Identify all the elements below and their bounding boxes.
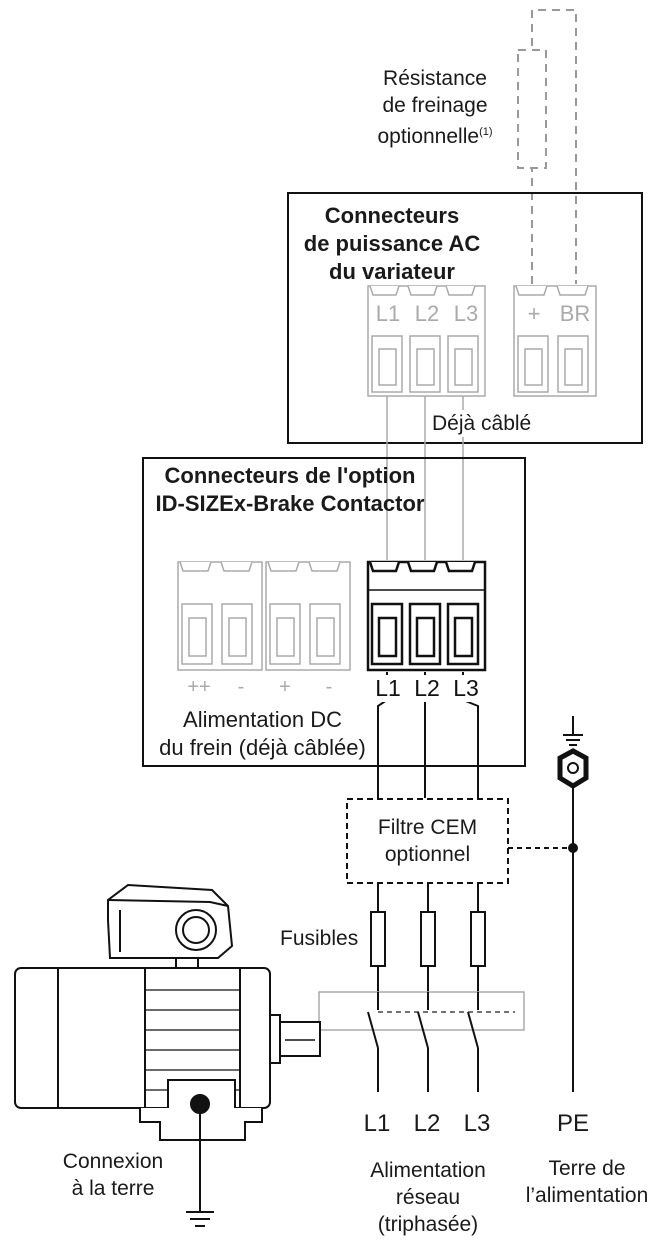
main-switch [318, 991, 525, 1049]
dc-terminal-minus-1: - [237, 676, 245, 698]
option-box-title: Connecteurs de l'option ID-SIZEx-Brake C… [146, 462, 434, 518]
drive-connectors-box [287, 192, 643, 444]
supply-earth-label-line1: Terre de [548, 1157, 626, 1180]
dc-supply-label-line1: Alimentation DC [183, 707, 342, 732]
motor [14, 883, 321, 1227]
emc-filter-label-line1: Filtre CEM [377, 816, 478, 839]
option-dc-terminal-labels: ++ - + - [178, 676, 350, 699]
resistor-label-line3: optionnelle [377, 125, 480, 148]
mains-supply-label-line1: Alimentation [370, 1159, 486, 1182]
motor-ground-label: Connexion à la terre [48, 1148, 178, 1202]
supply-phase-labels: L1 L2 L3 [352, 1110, 502, 1138]
option-box-title-line1: Connecteurs de l'option [164, 463, 416, 488]
emc-filter-label-line2: optionnel [384, 843, 471, 866]
supply-phase-l1: L1 [363, 1110, 391, 1137]
motor-ground-label-line2: à la terre [71, 1177, 155, 1200]
drive-brake-terminal-labels: + BR [517, 301, 595, 327]
prewired-label: Déjà câblé [430, 410, 534, 437]
dc-terminal-minus-2: - [325, 676, 333, 698]
footnote-marker: (1) [479, 126, 493, 138]
motor-ground-label-line1: Connexion [62, 1150, 164, 1173]
emc-filter-box [346, 798, 509, 884]
drive-terminal-l3: L3 [453, 301, 479, 326]
option-box-title-line2: ID-SIZEx-Brake Contactor [155, 491, 425, 516]
option-ac-connector [366, 560, 487, 672]
fuses [370, 911, 486, 967]
option-dc-connectors [177, 561, 351, 671]
drive-terminal-plus: + [527, 301, 541, 326]
resistor-label: Résistance de freinage optionnelle(1) [360, 65, 510, 150]
drive-box-title: Connecteurs de puissance AC du variateur [292, 202, 492, 286]
dc-supply-label-line2: du frein (déjà câblée) [159, 735, 366, 760]
option-ac-terminal-labels: L1 L2 L3 [371, 675, 483, 702]
drive-ac-connector [367, 285, 486, 397]
option-terminal-l3: L3 [449, 675, 483, 702]
mains-supply-label-line2: réseau [395, 1186, 461, 1209]
dc-terminal-plus: + [279, 676, 291, 698]
supply-phase-l3: L3 [463, 1110, 491, 1137]
resistor-label-line2: de freinage [382, 94, 488, 117]
drive-box-title-line3: du variateur [329, 259, 455, 284]
emc-filter-label: Filtre CEM optionnel [349, 814, 506, 868]
option-terminal-l1: L1 [371, 675, 405, 702]
drive-brake-connector [513, 285, 597, 397]
supply-earth-label-line2: l’alimentation [525, 1184, 649, 1207]
dc-terminal-plusplus: ++ [187, 676, 211, 698]
supply-pe-label: PE [556, 1110, 589, 1137]
drive-terminal-br: BR [559, 301, 591, 326]
supply-earth [508, 716, 589, 1092]
supply-phase-l2: L2 [413, 1110, 441, 1137]
drive-terminal-l1: L1 [375, 301, 401, 326]
mains-supply-label-line3: (triphasée) [377, 1213, 479, 1236]
supply-earth-label: Terre de l’alimentation [512, 1155, 662, 1209]
drive-terminal-l2: L2 [414, 301, 440, 326]
dc-supply-label: Alimentation DC du frein (déjà câblée) [150, 706, 375, 762]
braking-resistor [517, 9, 577, 284]
drive-box-title-line1: Connecteurs [324, 203, 460, 228]
drive-box-title-line2: de puissance AC [303, 231, 481, 256]
mains-supply-label: Alimentation réseau (triphasée) [353, 1157, 503, 1238]
option-terminal-l2: L2 [410, 675, 444, 702]
drive-ac-terminal-labels: L1 L2 L3 [371, 301, 483, 327]
option-connectors-box [142, 457, 526, 767]
fuses-label: Fusibles [280, 927, 359, 950]
resistor-label-line1: Résistance [383, 67, 487, 90]
